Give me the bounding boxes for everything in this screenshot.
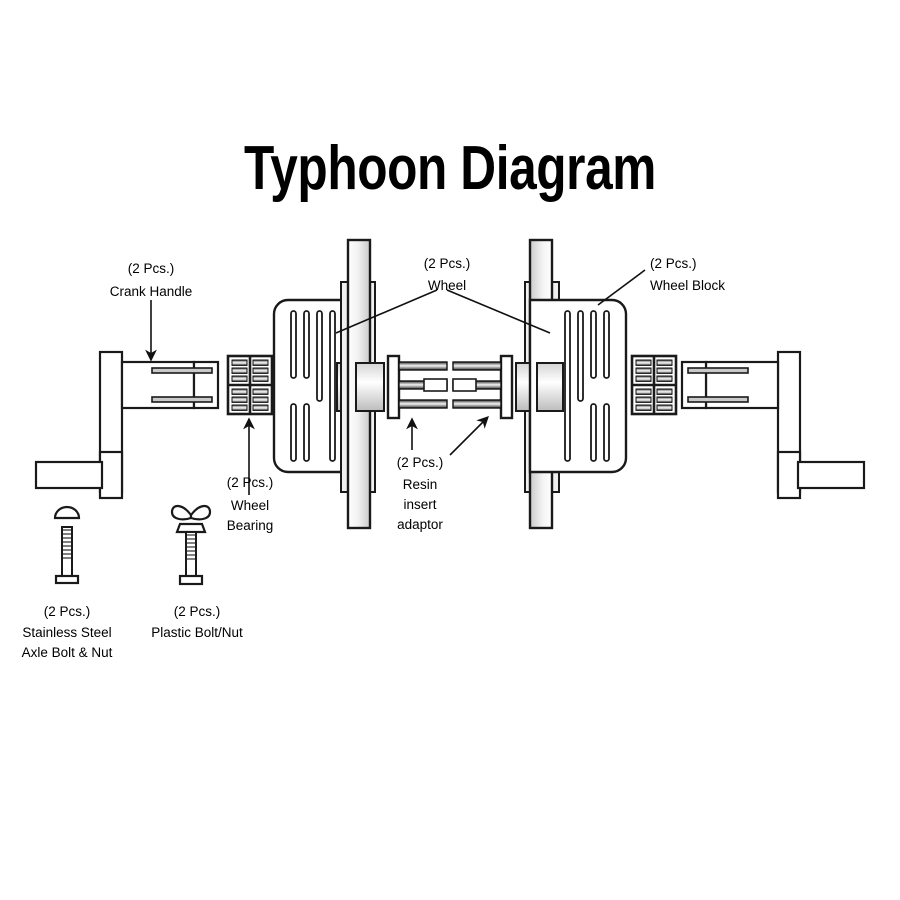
part-wheel-bearing-right[interactable] (630, 354, 678, 416)
part-stainless-steel-axle-bolt-nut[interactable] (53, 505, 81, 585)
label-resin-insert-adaptor: (2 Pcs.) Resin insert adaptor (397, 455, 444, 532)
bearing-rollers (231, 359, 269, 411)
resin-name-2: insert (403, 497, 436, 512)
page-title: Typhoon Diagram (244, 134, 656, 203)
leader-lines (145, 269, 646, 495)
bolt-thread (63, 529, 71, 559)
bearing-rollers (635, 359, 673, 411)
part-resin-insert-adaptor-left[interactable] (386, 354, 448, 420)
part-wheel-block-right[interactable] (528, 298, 628, 474)
wheel-bearing-name-2: Bearing (227, 518, 274, 533)
wheel-bearing-name-1: Wheel (231, 498, 269, 513)
label-crank-handle: (2 Pcs.) Crank Handle (110, 261, 193, 299)
ss-bolt-qty: (2 Pcs.) (44, 604, 91, 619)
leader-wheel-right (446, 289, 551, 334)
resin-name-3: adaptor (397, 517, 443, 532)
wheel-block-slots (564, 310, 610, 462)
crank-handle-qty: (2 Pcs.) (128, 261, 175, 276)
label-plastic-bolt-nut: (2 Pcs.) Plastic Bolt/Nut (151, 604, 243, 640)
ss-bolt-name-1: Stainless Steel (22, 625, 111, 640)
plastic-bolt-qty: (2 Pcs.) (174, 604, 221, 619)
wheel-qty: (2 Pcs.) (424, 256, 471, 271)
part-crank-handle-left[interactable] (34, 350, 220, 500)
label-wheel-block: (2 Pcs.) Wheel Block (650, 256, 725, 293)
wheel-block-slots (290, 310, 336, 462)
wheel-block-qty: (2 Pcs.) (650, 256, 697, 271)
part-resin-insert-adaptor-right[interactable] (452, 354, 514, 420)
label-wheel-bearing: (2 Pcs.) Wheel Bearing (227, 475, 274, 533)
part-crank-handle-right[interactable] (680, 350, 866, 500)
label-wheel: (2 Pcs.) Wheel (424, 256, 471, 293)
resin-qty: (2 Pcs.) (397, 455, 444, 470)
crank-handle-name: Crank Handle (110, 284, 193, 299)
leader-wheel-left (335, 289, 438, 334)
bolt-thread (187, 534, 195, 560)
wheel-block-name: Wheel Block (650, 278, 725, 293)
wheel-bearing-qty: (2 Pcs.) (227, 475, 274, 490)
plastic-bolt-name: Plastic Bolt/Nut (151, 625, 243, 640)
wheel-name: Wheel (428, 278, 466, 293)
label-stainless-steel-axle-bolt-nut: (2 Pcs.) Stainless Steel Axle Bolt & Nut (22, 604, 113, 660)
part-plastic-bolt-nut[interactable] (170, 504, 212, 586)
part-wheel-bearing-left[interactable] (226, 354, 274, 416)
resin-name-1: Resin (403, 477, 438, 492)
part-wheel-left[interactable] (340, 238, 385, 530)
ss-bolt-name-2: Axle Bolt & Nut (22, 645, 113, 660)
leader-resin-right (449, 416, 489, 456)
leader-wheel-block (597, 269, 646, 306)
